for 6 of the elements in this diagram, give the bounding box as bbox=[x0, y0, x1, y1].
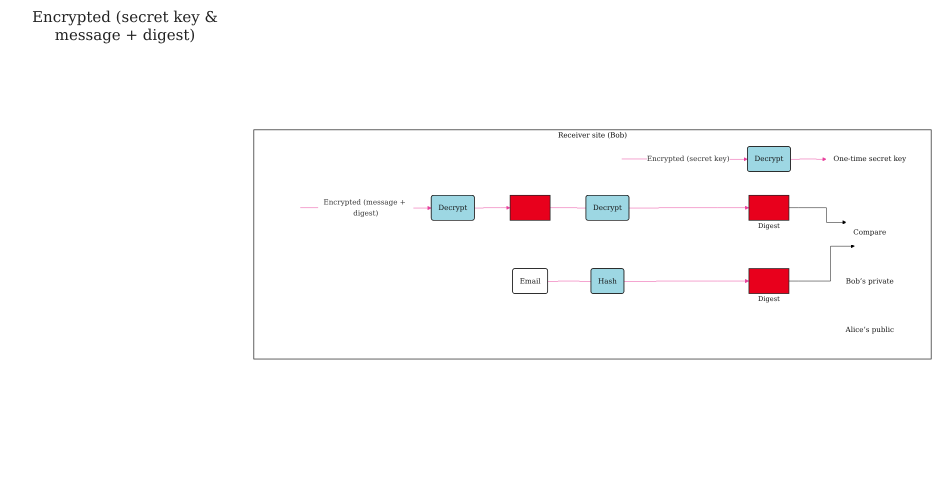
node-box bbox=[510, 194, 550, 220]
connector bbox=[548, 280, 592, 282]
connector bbox=[550, 207, 586, 208]
note-text: Encrypted (secret key & message + digest) bbox=[31, 8, 219, 44]
node-box bbox=[748, 194, 790, 220]
node-box bbox=[748, 268, 790, 294]
